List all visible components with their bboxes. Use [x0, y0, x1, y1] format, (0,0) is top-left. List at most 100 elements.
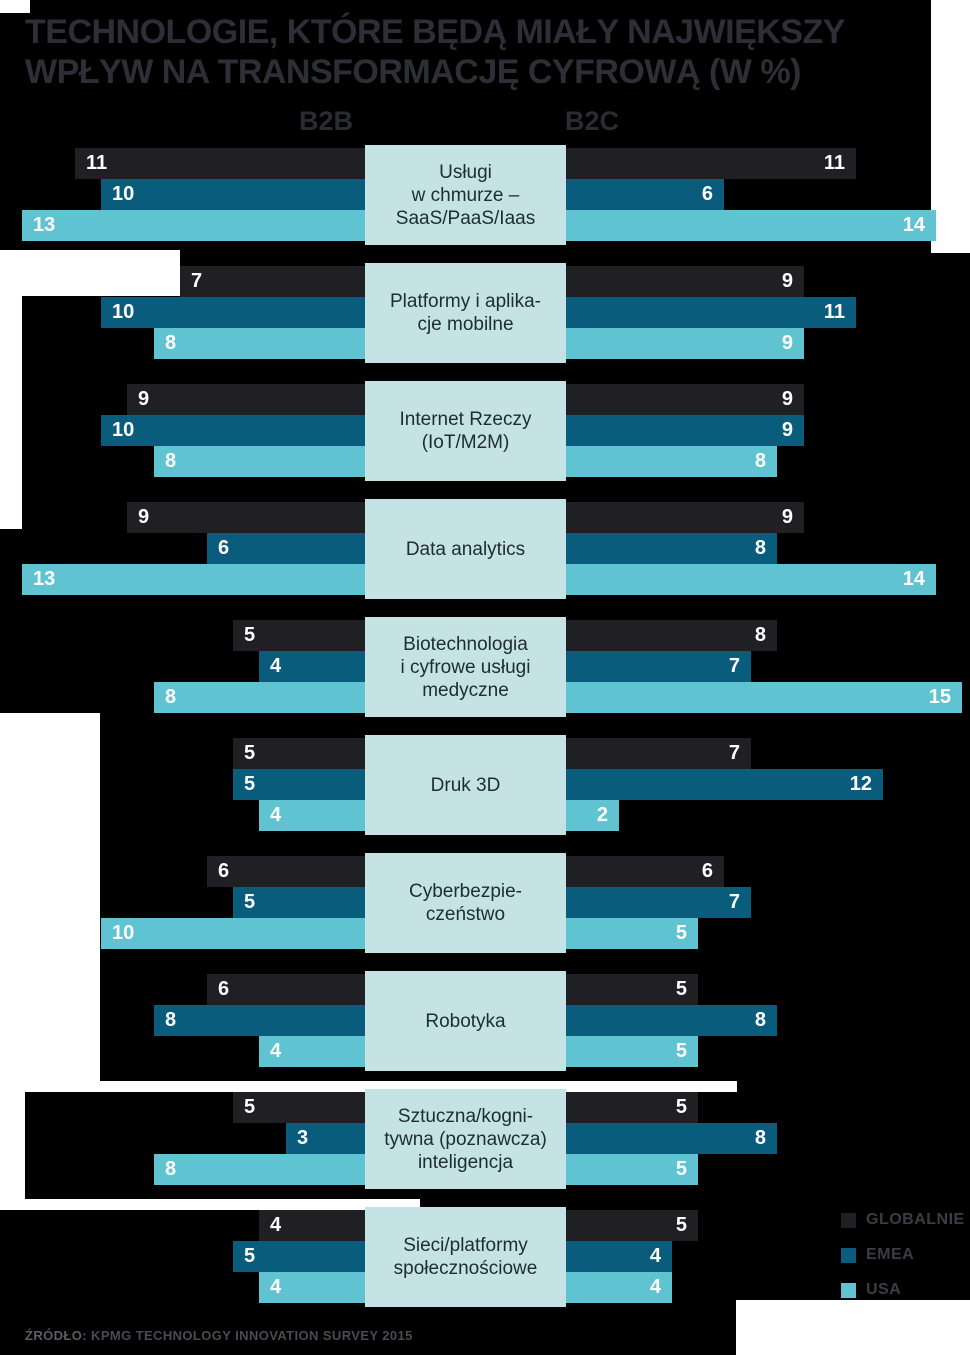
bar-value: 6	[701, 860, 713, 882]
bar-usa-b2c: 5	[566, 1036, 698, 1067]
category-label-line: Platformy i aplika-	[390, 291, 541, 312]
legend-label: USA	[866, 1281, 902, 1298]
background-white-block	[931, 0, 970, 253]
bar-value: 9	[138, 388, 150, 410]
bar-value: 8	[165, 332, 177, 354]
background-white-block	[736, 1300, 970, 1355]
bar-value: 5	[675, 978, 687, 1000]
category-label-line: inteligencja	[417, 1151, 514, 1173]
bar-globalnie-b2c: 9	[566, 384, 804, 415]
bar-value: 5	[675, 922, 687, 944]
bar-value: 8	[754, 624, 766, 646]
bar-usa-b2b: 8	[154, 682, 365, 713]
bar-value: 7	[191, 270, 203, 292]
bar-globalnie-b2b: 6	[207, 974, 365, 1005]
bar-emea-b2c: 11	[566, 297, 856, 328]
page-title: TECHNOLOGIE, KTÓRE BĘDĄ MIAŁY NAJWIĘKSZY…	[25, 13, 845, 91]
bar-value: 12	[849, 773, 872, 795]
bar-value: 13	[33, 214, 56, 236]
bar-globalnie-b2b: 9	[127, 384, 365, 415]
category-label-line: Sieci/platformy	[403, 1235, 528, 1256]
bar-globalnie-b2c: 6	[566, 856, 724, 887]
bar-value: 6	[218, 537, 230, 559]
legend-label: GLOBALNIE	[866, 1211, 965, 1228]
bar-emea-b2c: 4	[566, 1241, 672, 1272]
bar-emea-b2c: 12	[566, 769, 883, 800]
bar-value: 5	[675, 1096, 687, 1118]
bar-value: 8	[754, 537, 766, 559]
background-white-block	[0, 1199, 420, 1210]
bar-value: 8	[165, 450, 177, 472]
bar-value: 9	[781, 388, 793, 410]
bar-globalnie-b2b: 6	[207, 856, 365, 887]
background-white-block	[0, 1081, 737, 1092]
bar-value: 4	[270, 804, 282, 826]
category-label-line: Usługi	[439, 161, 492, 183]
bar-value: 9	[781, 419, 793, 441]
bar-usa-b2c: 5	[566, 1154, 698, 1185]
bar-emea-b2b: 5	[233, 769, 365, 800]
bar-value: 5	[244, 742, 256, 764]
bar-emea-b2b: 3	[286, 1123, 365, 1154]
bar-globalnie-b2c: 9	[566, 266, 804, 297]
bar-value: 9	[781, 270, 793, 292]
category-label-line: społecznościowe	[393, 1258, 538, 1279]
column-header-b2b: B2B	[298, 106, 353, 136]
bar-value: 8	[754, 450, 766, 472]
bar-usa-b2c: 14	[566, 210, 936, 241]
category-label-line: i cyfrowe usługi	[400, 656, 531, 678]
background-white-block	[0, 296, 22, 529]
bar-globalnie-b2b: 5	[233, 620, 365, 651]
bar-value: 14	[902, 568, 925, 590]
category-label-box: Sztuczna/kogni-tywna (poznawcza)intelige…	[365, 1089, 566, 1189]
bar-emea-b2c: 9	[566, 415, 804, 446]
bar-globalnie-b2c: 5	[566, 974, 698, 1005]
category-label-box: Cyberbezpie-czeństwo	[365, 853, 566, 953]
bar-emea-b2b: 6	[207, 533, 365, 564]
bar-value: 3	[297, 1127, 309, 1149]
bar-value: 5	[244, 773, 256, 795]
background-white-block	[0, 0, 30, 13]
legend-swatch	[841, 1248, 856, 1263]
bar-emea-b2b: 10	[101, 297, 365, 328]
category-label-line: (IoT/M2M)	[421, 432, 510, 453]
bar-usa-b2c: 15	[566, 682, 962, 713]
category-label-box: Data analytics	[365, 499, 566, 599]
bar-globalnie-b2c: 5	[566, 1092, 698, 1123]
bar-usa-b2b: 10	[101, 918, 365, 949]
bar-globalnie-b2b: 9	[127, 502, 365, 533]
bar-value: 5	[675, 1040, 687, 1062]
bar-usa-b2c: 5	[566, 918, 698, 949]
bar-value: 8	[754, 1127, 766, 1149]
bar-globalnie-b2b: 5	[233, 738, 365, 769]
bar-value: 4	[270, 1276, 282, 1298]
category-label-line: Data analytics	[405, 538, 526, 560]
bar-value: 9	[138, 506, 150, 528]
bar-value: 9	[781, 332, 793, 354]
category-label-line: tywna (poznawcza)	[384, 1128, 547, 1150]
source-prefix: ŹRÓDŁO:	[25, 1328, 88, 1343]
bar-value: 5	[675, 1158, 687, 1180]
bar-usa-b2c: 2	[566, 800, 619, 831]
bar-value: 4	[649, 1245, 661, 1267]
category-label-line: Sztuczna/kogni-	[397, 1105, 534, 1127]
bar-emea-b2b: 5	[233, 887, 365, 918]
bar-value: 5	[675, 1214, 687, 1236]
bar-value: 7	[728, 655, 740, 677]
background-white-block	[0, 1092, 25, 1199]
bar-usa-b2b: 4	[259, 1036, 365, 1067]
category-label-line: Internet Rzeczy	[399, 409, 532, 430]
bar-value: 10	[112, 419, 135, 441]
category-label-line: Cyberbezpie-	[409, 881, 522, 902]
bar-usa-b2b: 8	[154, 328, 365, 359]
background-white-block	[0, 713, 100, 1081]
column-header-b2c: B2C	[565, 106, 620, 136]
bar-value: 6	[701, 183, 713, 205]
bar-value: 9	[781, 506, 793, 528]
bar-value: 5	[244, 624, 256, 646]
bar-emea-b2b: 10	[101, 179, 365, 210]
bar-value: 5	[244, 1096, 256, 1118]
